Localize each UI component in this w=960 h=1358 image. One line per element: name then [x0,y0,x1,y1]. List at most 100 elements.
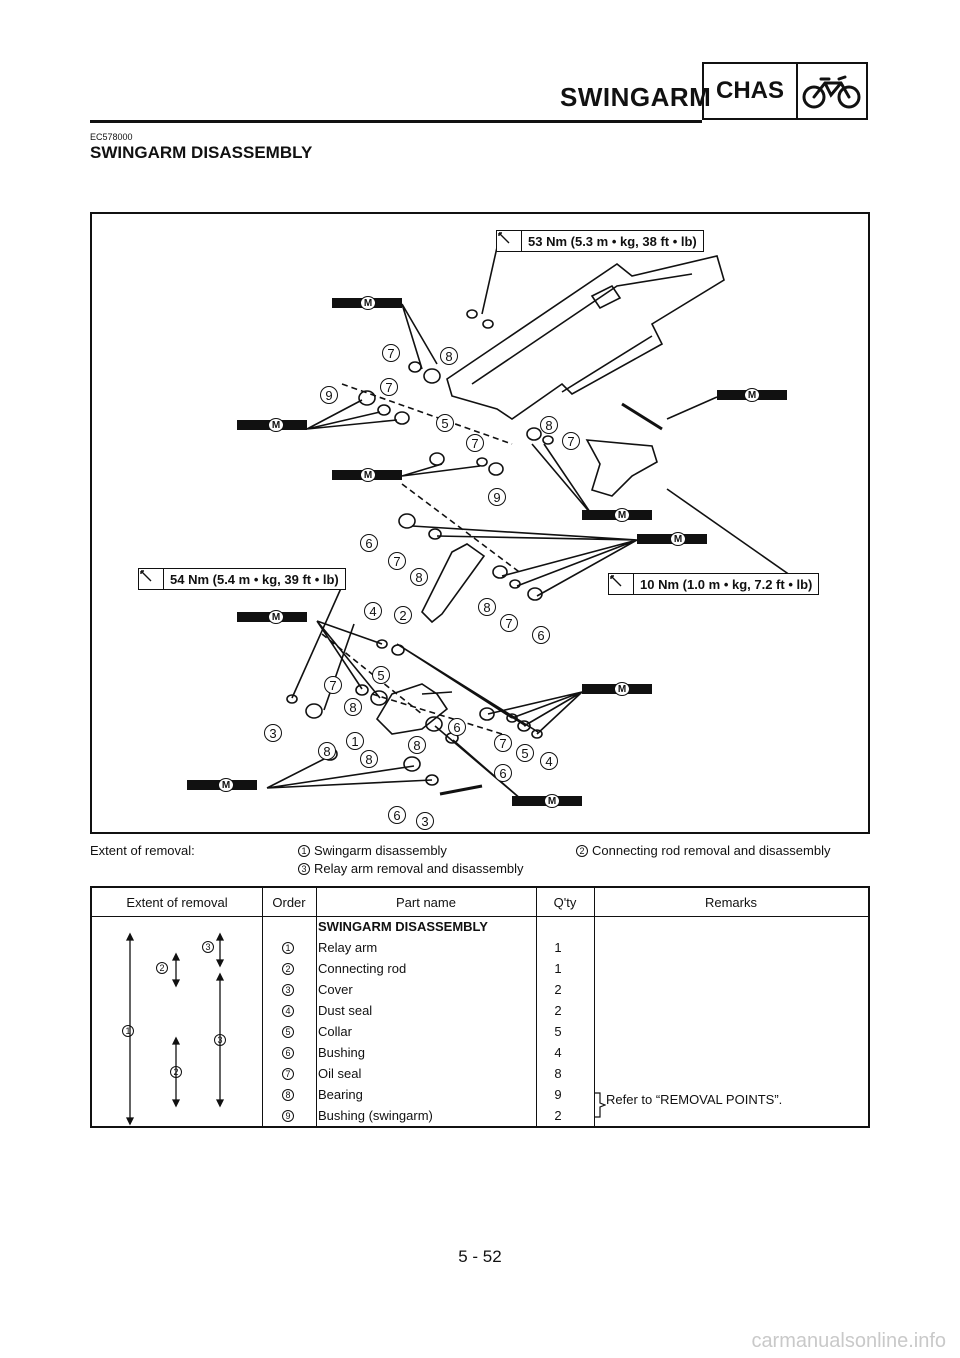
torque-spec-chain-guide: 10 Nm (1.0 m • kg, 7.2 ft • lb) [608,573,820,595]
order-cell: 9 [266,1105,314,1126]
extent-text: Swingarm disassembly [314,843,447,858]
part-callout: 7 [466,434,484,452]
part-callout: 3 [416,812,434,830]
part-callout: 3 [264,724,282,742]
circled-number: 3 [298,863,310,875]
part-callout: 2 [394,606,412,624]
torque-wrench-icon [497,231,522,251]
part-name-cell: Oil seal [318,1066,362,1081]
extent-marker: 2 [170,1066,182,1078]
part-callout: 8 [478,598,496,616]
part-callout: 9 [320,386,338,404]
part-callout: 8 [440,347,458,365]
part-name-cell: Collar [318,1024,352,1039]
circled-number: 3 [282,983,294,996]
header-rule [90,120,702,123]
part-callout: 4 [540,752,558,770]
lube-mark: M [360,468,376,482]
circled-number: 6 [282,1046,294,1059]
part-callout: 8 [360,750,378,768]
extent-text: Connecting rod removal and disassembly [592,843,831,858]
section-row: SWINGARM DISASSEMBLY [318,919,488,934]
torque-wrench-icon [609,574,634,594]
torque-value: 10 Nm (1.0 m • kg, 7.2 ft • lb) [640,576,813,592]
chapter-tag-label: CHAS [704,64,798,118]
qty-cell: 1 [554,961,562,976]
qty-cell: 2 [554,982,562,997]
section-title: SWINGARM DISASSEMBLY [90,143,313,162]
disassembly-table: Extent of removal Order Part name Q'ty R… [90,886,870,1128]
part-callout: 1 [346,732,364,750]
swingarm-exploded-drawing [187,233,808,806]
part-callout: 5 [372,666,390,684]
header-qty: Q'ty [553,894,577,910]
part-name-cell: Bearing [318,1087,363,1102]
circled-number: 2 [282,962,294,975]
lube-mark: M [268,418,284,432]
lube-mark: M [614,508,630,522]
part-callout: 8 [318,742,336,760]
column-divider [594,888,595,1126]
extent-text: Relay arm removal and disassembly [314,861,524,876]
qty-cell: 4 [554,1045,562,1060]
order-cell: 7 [266,1063,314,1084]
circled-number: 9 [282,1109,294,1122]
header-order: Order [272,894,306,910]
extent-marker: 2 [156,962,168,974]
part-callout: 8 [410,568,428,586]
lube-mark: M [268,610,284,624]
order-cell: 4 [266,1000,314,1021]
watermark: carmanualsonline.info [751,1330,946,1352]
remark-bracket [595,1092,606,1118]
header-remarks: Remarks [704,894,757,910]
part-callout: 6 [360,534,378,552]
part-callout: 7 [494,734,512,752]
page-number: 5 - 52 [458,1247,502,1266]
qty-cell: 2 [554,1108,562,1123]
part-callout: 8 [408,736,426,754]
extent-marker: 3 [202,941,214,953]
qty-cell: 2 [554,1003,562,1018]
extent-arrows [125,932,225,1126]
order-cell: 5 [266,1021,314,1042]
extent-marker: 3 [214,1034,226,1046]
column-divider [536,888,537,1126]
part-callout: 7 [382,344,400,362]
column-divider [262,888,263,1126]
lube-mark: M [670,532,686,546]
lube-mark: M [218,778,234,792]
part-name-cell: Bushing (swingarm) [318,1108,433,1123]
remark-text: Refer to “REMOVAL POINTS”. [606,1092,783,1107]
page-header-title: SWINGARM [560,82,712,112]
circled-number: 4 [282,1004,294,1017]
part-name-cell: Relay arm [318,940,378,955]
part-name-cell: Connecting rod [318,961,407,976]
order-cell: 1 [266,937,314,958]
part-callout: 7 [500,614,518,632]
order-cell: 8 [266,1084,314,1105]
circled-number: 8 [282,1088,294,1101]
circled-number: 2 [576,845,588,857]
part-name-cell: Bushing [318,1045,365,1060]
part-callout: 5 [436,414,454,432]
part-callout: 7 [380,378,398,396]
part-callout: 8 [540,416,558,434]
qty-cell: 1 [554,940,562,955]
order-cell: 3 [266,979,314,1000]
part-name-cell: Cover [318,982,353,997]
motorcycle-icon [798,64,866,118]
part-callout: 6 [494,764,512,782]
part-callout: 4 [364,602,382,620]
part-callout: 6 [388,806,406,824]
circled-number: 7 [282,1067,294,1080]
extent-item-3: 3 Relay arm removal and disassembly [298,861,524,876]
circled-number: 1 [298,845,310,857]
lube-mark: M [544,794,560,808]
torque-value: 54 Nm (5.4 m • kg, 39 ft • lb) [170,571,339,587]
part-callout: 5 [516,744,534,762]
column-divider [316,888,317,1126]
part-name-cell: Dust seal [318,1003,373,1018]
chapter-tag: CHAS [702,62,868,120]
extent-item-2: 2 Connecting rod removal and disassembly [576,843,830,858]
order-cell: 2 [266,958,314,979]
